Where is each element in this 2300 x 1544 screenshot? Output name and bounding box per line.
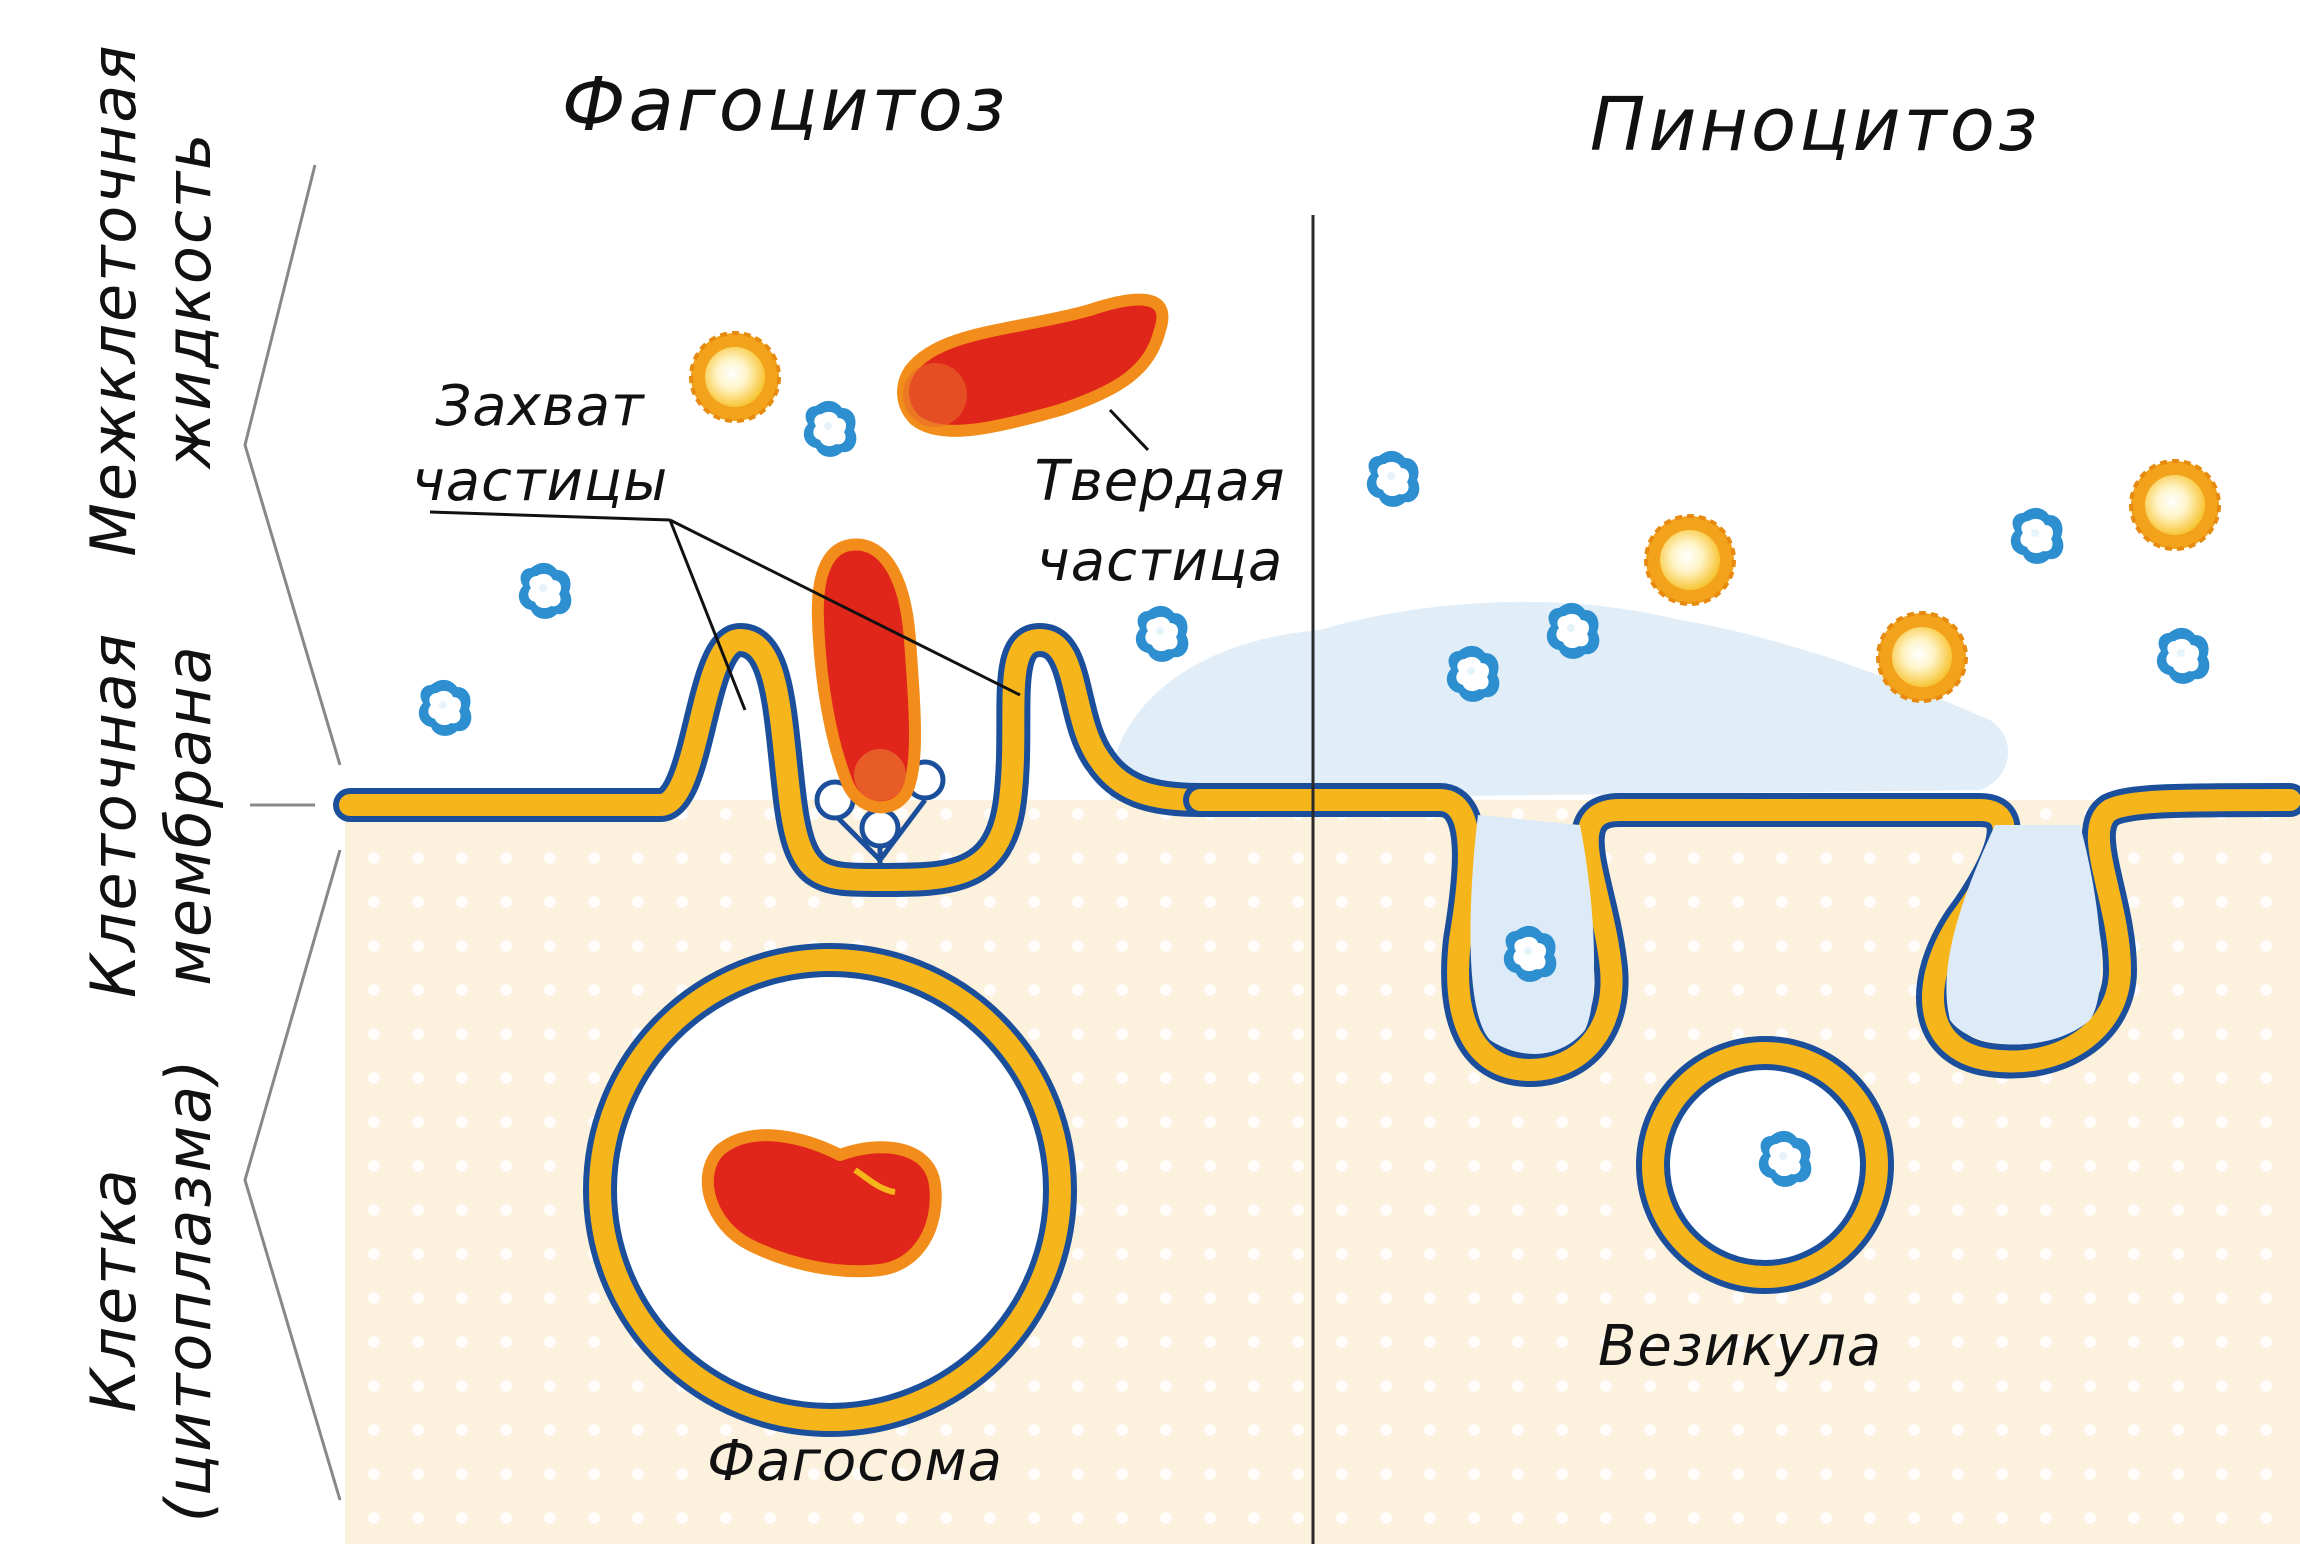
water-droplet-icon [803,400,857,457]
side-label-membrane-2: мембрана [152,644,225,986]
title-pinocytosis: Пиноцитоз [1590,82,2041,168]
annotation-capture: Захват [435,374,645,439]
leader-lines [429,408,1150,711]
water-droplet-icon [1366,450,1420,507]
side-brackets [243,164,342,1501]
side-label-cell-2: (цитоплазма) [152,1058,225,1523]
receptor-icon [814,759,946,865]
annotation-capture-2: частицы [412,449,669,514]
phagosome [583,943,1077,1437]
title-phagocytosis: Фагоцитоз [562,62,1008,148]
water-droplet-icon [2156,627,2210,684]
water-droplet-icon [1135,605,1189,662]
yellow-ball-icon [2129,459,2221,551]
side-label-extracellular-2: жидкость [152,131,225,470]
water-droplet-icon [2010,507,2064,564]
bacterium-icon [811,538,921,814]
bacterium-icon [897,293,1169,437]
annotation-vesicle: Везикула [1598,1314,1882,1379]
annotation-solid-2: частица [1037,529,1284,594]
fluid-cloud [1110,601,2009,800]
yellow-ball-icon [689,331,781,423]
side-label-cell: Клетка [77,1167,150,1412]
water-droplet-icon [518,562,572,619]
annotation-solid: Твердая [1035,449,1286,514]
water-droplet-icon [418,679,472,736]
phagocytosis-membrane [333,623,1217,897]
yellow-ball-icon [1644,514,1736,606]
bacterium-icon [701,1129,942,1278]
yellow-ball-icon [1876,611,1968,703]
annotation-phagosome: Фагосома [707,1429,1003,1494]
invagination-fluid-2 [1946,825,2101,1045]
side-label-extracellular: Межклеточная [77,43,150,556]
side-label-membrane: Клеточная [77,632,150,998]
